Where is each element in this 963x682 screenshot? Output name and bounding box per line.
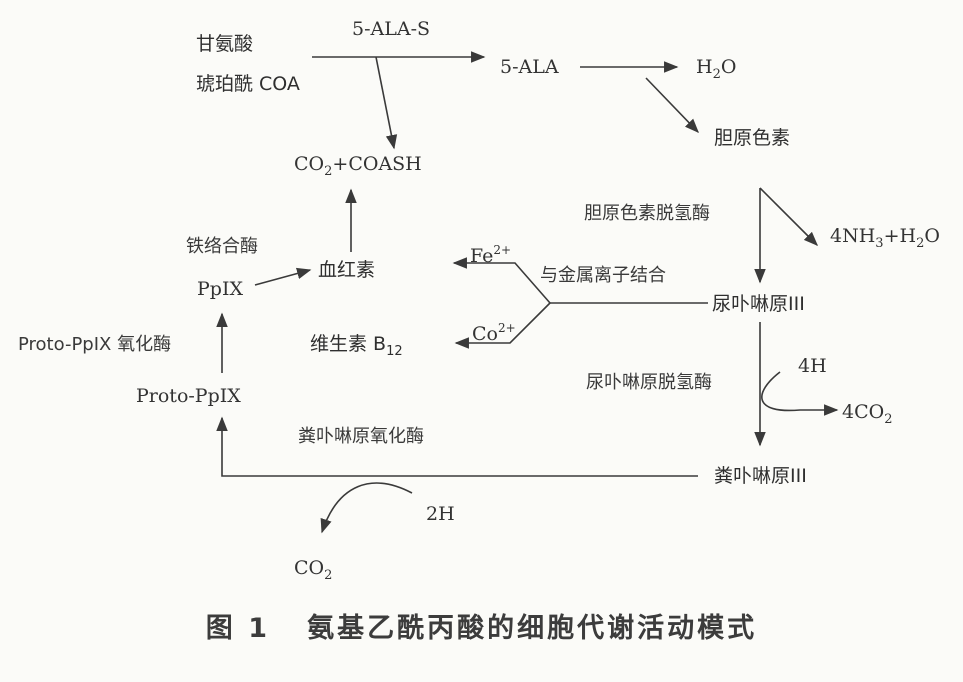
node-glycine: 甘氨酸 — [196, 33, 253, 55]
node-co2-coash: CO2+COASH — [294, 153, 422, 179]
node-nh3-water: 4NH3+H2O — [830, 225, 940, 251]
edge-4h-to-4co2 — [761, 371, 839, 416]
edge-junction-to-b12 — [454, 302, 551, 349]
label-proto-oxidase: Proto-PpIX 氧化酶 — [18, 334, 171, 355]
edge-branch-to-co2-coash — [375, 56, 398, 150]
figure-caption: 图 1 氨基乙酰丙酸的细胞代谢活动模式 — [205, 613, 758, 644]
metabolism-diagram: 甘氨酸 琥珀酰 COA 5-ALA H2O CO2+COASH 胆原色素 4NH… — [18, 18, 940, 583]
label-metal-binding: 与金属离子结合 — [540, 265, 666, 286]
edge-branch-to-nh3 — [759, 187, 819, 247]
node-b12: 维生素 B12 — [310, 333, 403, 359]
node-uro3: 尿卟啉原III — [712, 293, 805, 315]
label-ferrochelatase: 铁络合酶 — [186, 236, 258, 257]
edge-2h-to-co2 — [320, 482, 413, 534]
node-ppix: PpIX — [197, 278, 243, 300]
label-fe: Fe2+ — [470, 243, 511, 267]
node-5ala: 5-ALA — [500, 56, 559, 78]
node-succinyl-coa: 琥珀酰 COA — [196, 73, 300, 95]
node-copro3: 粪卟啉原III — [714, 465, 807, 487]
node-porphobilinogen: 胆原色素 — [714, 127, 790, 149]
label-uro-decarboxylase: 尿卟啉原脱氢酶 — [586, 372, 712, 393]
label-ala-synthase: 5-ALA-S — [352, 18, 430, 40]
node-4h: 4H — [798, 355, 827, 377]
label-copro-oxidase: 粪卟啉原氧化酶 — [298, 426, 424, 447]
node-proto-ppix: Proto-PpIX — [136, 385, 241, 407]
label-co: Co2+ — [472, 321, 516, 345]
edge-5ala-to-porphobilinogen — [645, 77, 699, 134]
edge-ppix-to-heme — [254, 267, 312, 286]
node-water: H2O — [696, 56, 736, 82]
node-co2-out: CO2 — [294, 557, 332, 583]
edge-junction-to-heme — [452, 257, 551, 304]
label-pbg-deaminase: 胆原色素脱氢酶 — [584, 203, 710, 224]
edge-copro3-to-protoppix — [216, 416, 698, 477]
node-heme: 血红素 — [318, 259, 375, 281]
node-2h: 2H — [426, 503, 455, 525]
node-4co2: 4CO2 — [842, 401, 892, 427]
